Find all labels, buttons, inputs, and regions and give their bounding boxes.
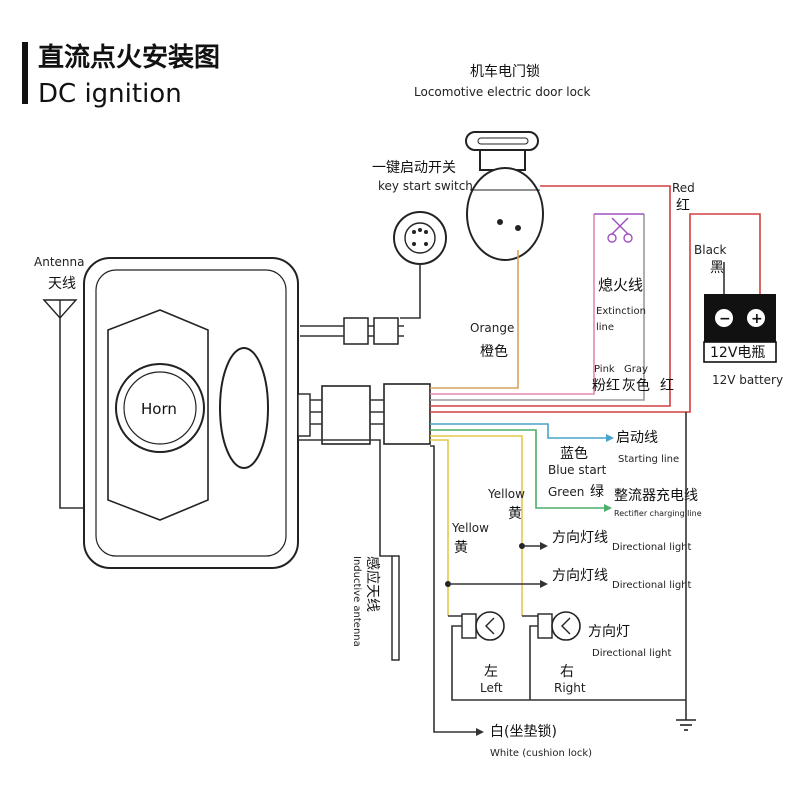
inductive-label-zh: 感应天线: [364, 556, 381, 612]
pink-label-zh: 粉红: [592, 378, 620, 394]
black-label-zh: 黑: [710, 260, 724, 276]
battery-label-en: 12V battery: [712, 373, 783, 387]
red-wire-battery: [430, 213, 761, 413]
right-lamp: [522, 611, 581, 700]
dirlamp-label-zh: 方向灯: [588, 624, 630, 640]
gray-wire: [430, 214, 645, 401]
key-start-label-en: key start switch: [378, 179, 473, 193]
antenna-label-en: Antenna: [34, 255, 84, 269]
white-wire: [430, 445, 476, 733]
right-label-zh: 右: [560, 664, 574, 680]
yellow-wire-right: [430, 435, 523, 616]
orange-label-zh: 橙色: [480, 343, 508, 360]
red-label-zh: 红: [676, 198, 690, 214]
pink-label-en: Pink: [594, 364, 615, 375]
dir1-label-zh: 方向灯线: [552, 530, 608, 546]
dir2-label-en: Directional light: [612, 580, 692, 591]
title-bar: [22, 42, 28, 104]
extinction-label-zh: 熄火线: [598, 276, 643, 294]
ground-icon: [676, 719, 696, 731]
green-label-en: Green: [548, 485, 584, 499]
left-label-zh: 左: [484, 664, 498, 680]
pink-wire: [430, 214, 595, 395]
door-lock: [465, 131, 544, 261]
red2-label-zh: 红: [660, 378, 674, 394]
green-label-zh: 绿: [590, 484, 604, 500]
arrow-right-icon: [606, 434, 614, 442]
rectifier-label-zh: 整流器充电线: [614, 488, 698, 504]
start-line-label-zh: 启动线: [616, 430, 658, 446]
left-label-en: Left: [480, 681, 503, 695]
blue-label-en: Blue start: [548, 463, 607, 477]
battery: [703, 294, 777, 363]
yellow1-label-en: Yellow: [487, 487, 525, 501]
battery-label-zh: 12V电瓶: [710, 345, 765, 361]
antenna-label-zh: 天线: [48, 276, 76, 292]
alarm-unit: [83, 257, 299, 569]
dir2-label-zh: 方向灯线: [552, 568, 608, 584]
left-lamp: [448, 611, 686, 701]
door-lock-label-zh: 机车电门锁: [470, 63, 540, 80]
door-lock-label-en: Locomotive electric door lock: [414, 85, 591, 99]
green-wire: [430, 429, 610, 509]
yellow-wire-left: [430, 439, 449, 616]
extinction-label-en1: Extinction: [596, 306, 646, 317]
arrow-right-icon: [604, 504, 612, 512]
key-start-label-zh: 一键启动开关: [372, 160, 456, 176]
key-start-switch: [393, 211, 447, 265]
start-line-label-en: Starting line: [618, 454, 679, 465]
yellow2-label-zh: 黄: [454, 539, 468, 556]
title-en: DC ignition: [38, 79, 182, 109]
blue-wire: [430, 423, 606, 439]
red-label-en: Red: [672, 181, 695, 195]
inductive-wire: [298, 439, 392, 557]
battery-minus: −: [719, 311, 731, 327]
arrow-right-icon: [476, 728, 484, 736]
gray-label-en: Gray: [624, 364, 648, 375]
harness-connector: [297, 383, 431, 445]
rectifier-label-en: Rectifier charging line: [614, 509, 702, 518]
battery-plus: +: [751, 311, 763, 327]
white-label-en: White (cushion lock): [490, 748, 592, 759]
title-zh: 直流点火安装图: [38, 42, 220, 73]
extinction-label-en2: line: [596, 322, 614, 333]
switch-wire: [400, 264, 421, 319]
orange-label-en: Orange: [470, 321, 514, 335]
switch-connector-wires: [300, 325, 404, 337]
scissors-icon: [607, 217, 633, 243]
switch-connector: [343, 317, 399, 345]
black-label-en: Black: [694, 243, 727, 257]
inductive-label-en: Inductive antenna: [351, 556, 362, 647]
orange-wire: [430, 250, 519, 389]
right-label-en: Right: [554, 681, 586, 695]
red-wire-lock: [430, 185, 671, 407]
inductive-antenna: [391, 555, 400, 661]
dirlamp-label-en: Directional light: [592, 648, 672, 659]
yellow1-label-zh: 黄: [508, 505, 522, 522]
gray-label-zh: 灰色: [622, 377, 650, 394]
blue-label-zh: 蓝色: [560, 445, 588, 462]
arrow-right-icon: [540, 542, 548, 550]
horn-label: Horn: [141, 400, 177, 418]
dir1-label-en: Directional light: [612, 542, 692, 553]
white-label-zh: 白(坐垫锁): [490, 724, 557, 740]
yellow2-label-en: Yellow: [451, 521, 489, 535]
arrow-right-icon: [540, 580, 548, 588]
